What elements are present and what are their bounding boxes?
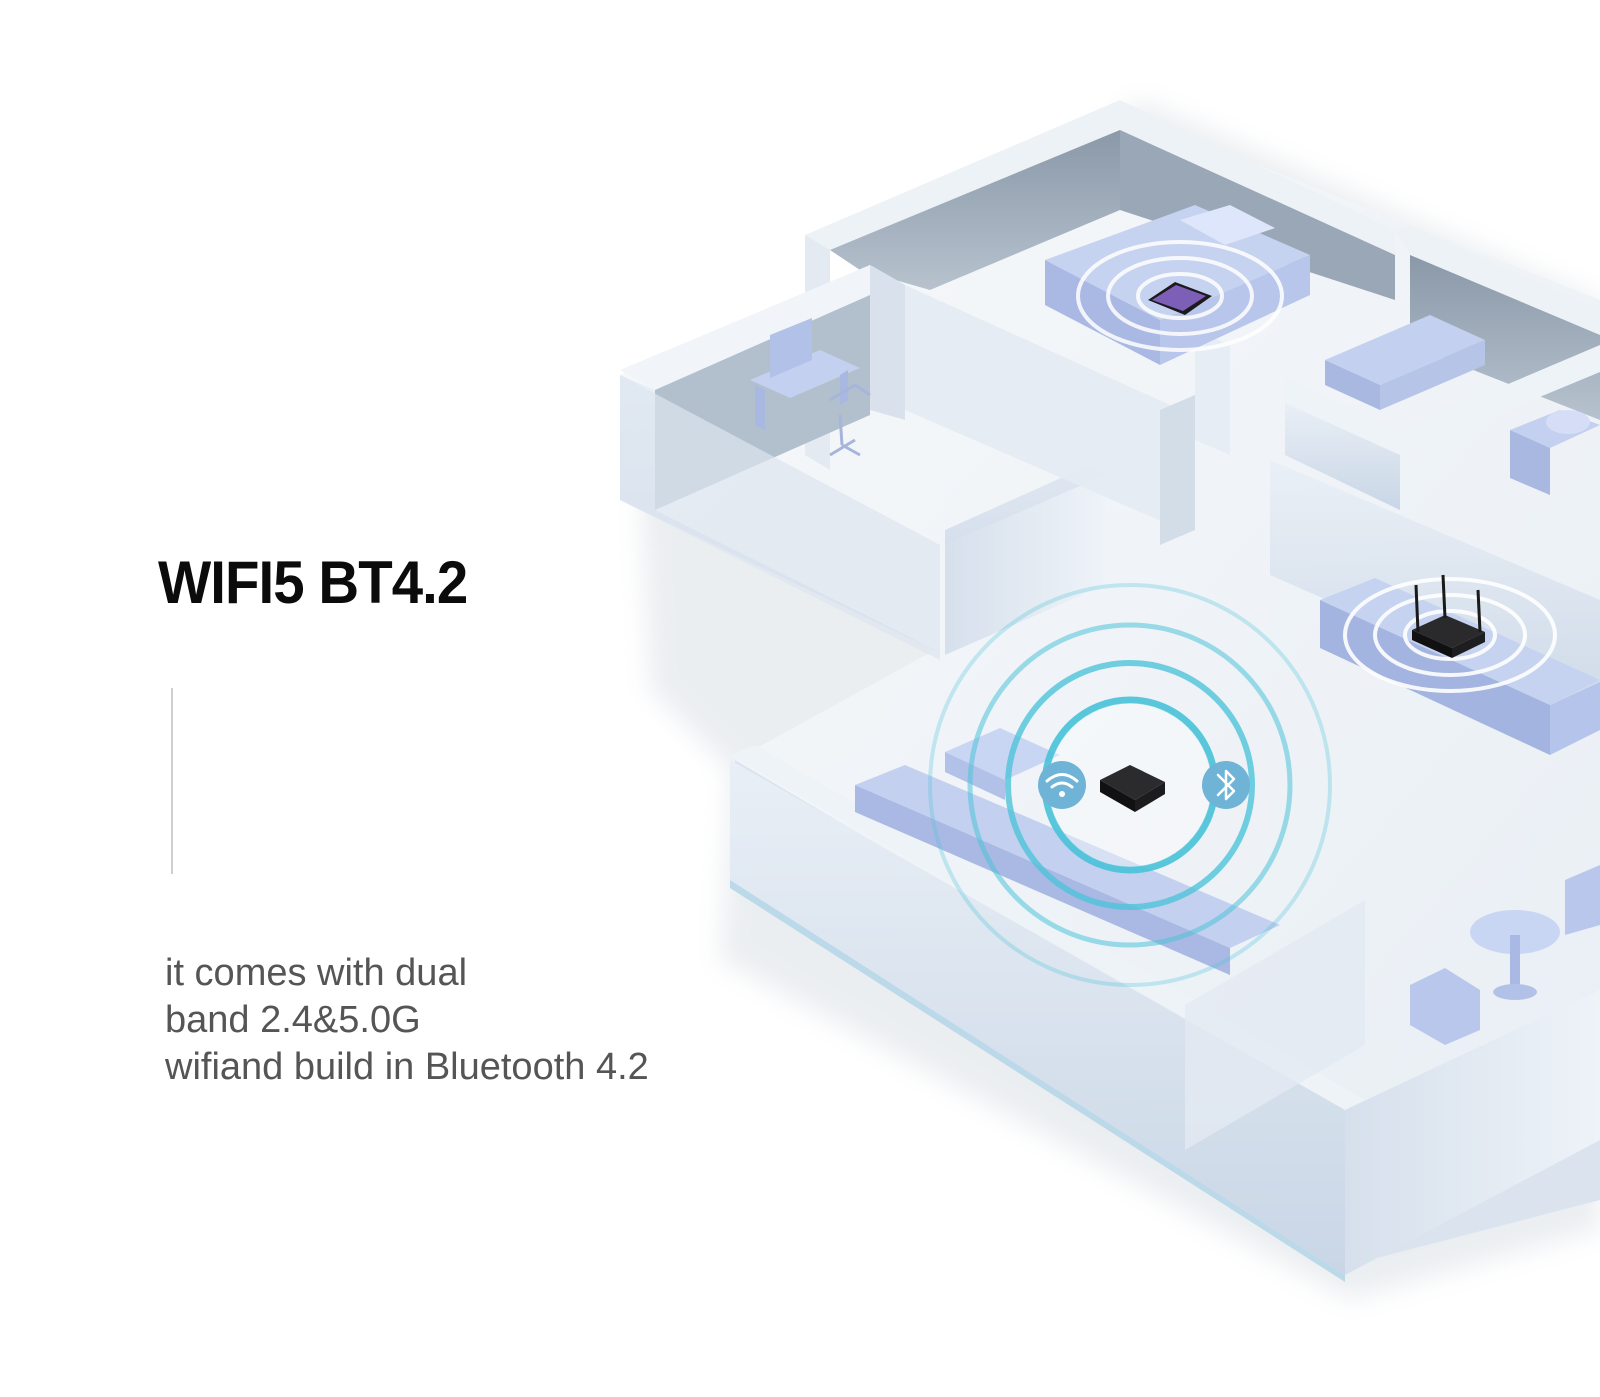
description-line-1: it comes with dual [165,952,468,994]
office-chair [829,383,871,457]
dining-set [1410,865,1600,1045]
vertical-divider [171,688,173,874]
sink-cabinet [1510,410,1600,495]
center-partition [905,285,1230,545]
router-icon [1412,574,1485,658]
router-signal [1343,577,1557,693]
tv-box-icon [1100,765,1165,812]
desk [750,318,860,430]
bathtub [1325,315,1485,410]
bed [1045,205,1310,365]
smartphone-icon [1148,282,1212,315]
bluetooth-icon [1202,761,1250,809]
description-line-2: band 2.4&5.0G [165,999,421,1041]
tvbox-signal-rings [928,583,1332,987]
description-line-3: wifiand build in Bluetooth 4.2 [165,1046,649,1088]
bedroom-signal [1076,240,1284,352]
page-title: WIFI5 BT4.2 [158,549,468,616]
feature-description: it comes with dual band 2.4&5.0G wifiand… [165,950,649,1091]
sofa [855,728,1280,975]
wifi-icon [1038,761,1086,809]
living-room-walls [730,745,1600,1282]
